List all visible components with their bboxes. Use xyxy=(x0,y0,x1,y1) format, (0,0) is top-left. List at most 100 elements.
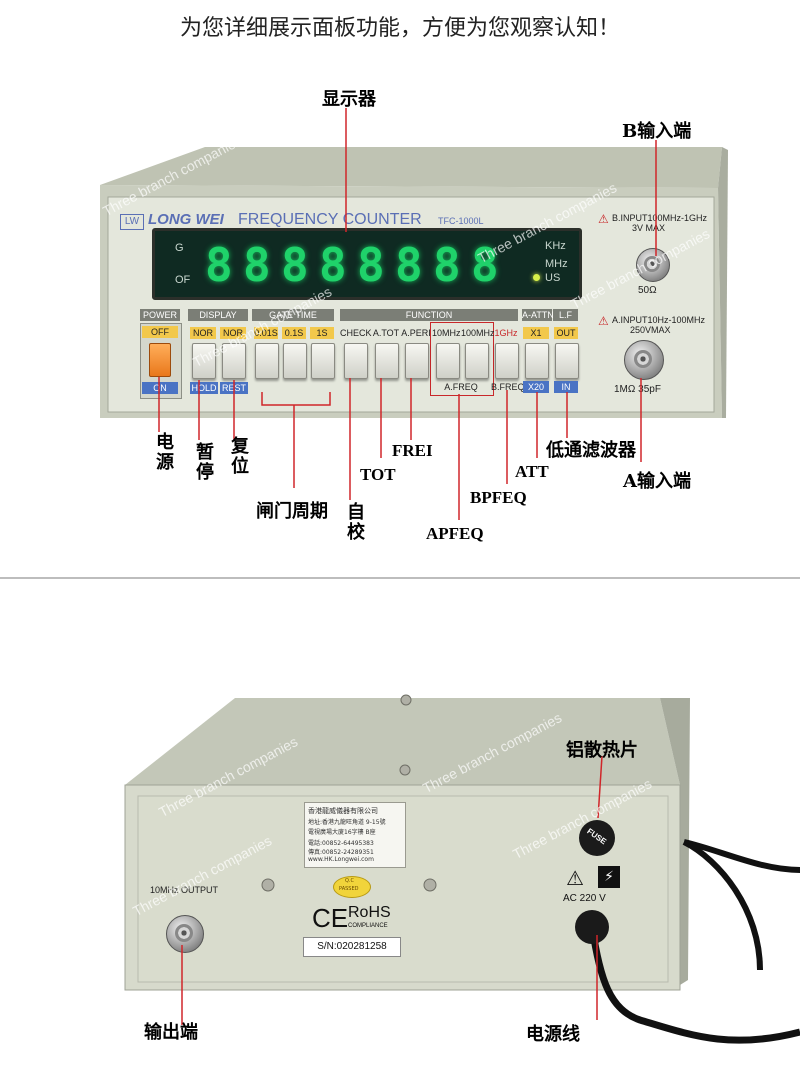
self-check-callout-label: 自校 xyxy=(344,502,365,542)
reset-button[interactable] xyxy=(222,343,246,379)
atot-button[interactable] xyxy=(375,343,399,379)
gate-tag-001: 0.01S xyxy=(254,327,278,339)
pause-callout-label: 暂停 xyxy=(193,442,214,482)
display-group-title: DISPLAY xyxy=(188,309,248,321)
unit-led-icon xyxy=(533,274,540,281)
display-callout-label: 显示器 xyxy=(322,89,376,110)
a-input-callout-label: A输入端 xyxy=(623,471,691,492)
afreq-100mhz-button[interactable] xyxy=(465,343,489,379)
rear-callout-lines xyxy=(181,755,603,1025)
qc-passed-text: PASSED xyxy=(339,886,359,892)
lf-group-title: L.F xyxy=(553,309,578,321)
company-name: 香港龍威儀器有限公司 xyxy=(308,807,378,815)
display-digit: 8 xyxy=(243,238,271,292)
afreq-outline xyxy=(430,322,494,396)
b-input-max: 3V MAX xyxy=(632,223,666,233)
power-off-tag: OFF xyxy=(142,326,178,338)
aattn-group-title: A-ATTN xyxy=(522,309,554,321)
lf-in-tag: IN xyxy=(554,381,578,393)
power-callout-label: 电源 xyxy=(153,432,174,472)
frei-callout-label: FREI xyxy=(392,441,433,460)
gate-group-title: GATE TIME xyxy=(252,309,334,321)
company-address-2: 電視廣場大廈16字樓 B座 xyxy=(308,829,376,836)
ac-voltage-label: AC 220 V xyxy=(563,893,606,904)
display-digit: 8 xyxy=(205,238,233,292)
bfreq-tag: B.FREQ xyxy=(491,382,525,392)
display-indicator-of: OF xyxy=(175,274,191,286)
output-connector-center xyxy=(175,924,193,942)
reset-callout-label: 复位 xyxy=(228,436,249,476)
hold-button[interactable] xyxy=(192,343,216,379)
bfreq-button[interactable] xyxy=(495,343,519,379)
afreq-10mhz-button[interactable] xyxy=(436,343,460,379)
apfeq-callout-label: APFEQ xyxy=(426,524,484,543)
bfreq-1ghz-tag: 1GHz xyxy=(494,328,518,338)
gate-001s-button[interactable] xyxy=(255,343,279,379)
aperi-button[interactable] xyxy=(405,343,429,379)
a-input-impedance: 1MΩ 35pF xyxy=(614,384,661,395)
function-group-title: FUNCTION xyxy=(340,309,518,321)
gate-01s-button[interactable] xyxy=(283,343,307,379)
b-input-impedance: 50Ω xyxy=(638,285,657,296)
afreq-tag: A.FREQ xyxy=(444,382,478,392)
display-unit-khz: KHz xyxy=(545,240,566,252)
company-fax: 傳真:00852-24289351 xyxy=(308,849,374,856)
company-web: www.HK.Longwei.com xyxy=(308,856,374,863)
output-label: 10MHz OUTPUT xyxy=(150,885,219,895)
gate-tag-01: 0.1S xyxy=(282,327,306,339)
x20-tag: X20 xyxy=(523,381,549,393)
display-digit: 8 xyxy=(395,238,423,292)
heatsink-callout-label: 铝散热片 xyxy=(566,740,638,761)
b-input-spec: B.INPUT100MHz-1GHz xyxy=(612,213,708,223)
bpfeq-callout-label: BPFEQ xyxy=(470,488,527,507)
display-unit-us: US xyxy=(545,272,561,284)
power-group-title: POWER xyxy=(140,309,180,321)
check-button[interactable] xyxy=(344,343,368,379)
high-voltage-icon: ⚡ xyxy=(598,866,620,888)
afreq-100mhz-tag: 100MHz xyxy=(461,328,495,338)
company-tel: 電話:00852-64495383 xyxy=(308,840,374,847)
warning-icon: ⚠ xyxy=(566,866,584,890)
att-callout-label: ATT xyxy=(515,462,549,481)
lf-out-tag: OUT xyxy=(554,327,578,339)
gate-1s-button[interactable] xyxy=(311,343,335,379)
display-digit: 8 xyxy=(281,238,309,292)
display-unit-mhz: MHz xyxy=(545,258,568,270)
rohs-mark: RoHS xyxy=(348,904,391,921)
device-model: TFC-1000L xyxy=(438,216,484,226)
gate-tag-1: 1S xyxy=(310,327,334,339)
a-input-connector-center xyxy=(634,350,652,368)
afreq-10mhz-tag: 10MHz xyxy=(432,328,461,338)
power-button[interactable] xyxy=(149,343,171,377)
display-indicator-g: G xyxy=(175,242,184,254)
warning-icon: ⚠ xyxy=(598,314,609,328)
nor-tag: NOR xyxy=(190,327,216,339)
qc-sticker xyxy=(333,876,371,898)
front-callout-lines xyxy=(158,108,657,520)
b-input-connector[interactable] xyxy=(636,248,670,282)
lowpass-callout-label: 低通滤波器 xyxy=(546,440,636,461)
serial-number: S/N:020281258 xyxy=(303,937,401,957)
fuse-holder[interactable] xyxy=(579,820,615,856)
atot-tag: A.TOT xyxy=(372,328,400,338)
company-label xyxy=(304,802,406,868)
a-input-spec: A.INPUT10Hz-100MHz xyxy=(612,315,706,325)
attenuator-button[interactable] xyxy=(525,343,549,379)
display-digit: 8 xyxy=(319,238,347,292)
power-cord-callout-label: 电源线 xyxy=(526,1024,580,1045)
display-digit: 8 xyxy=(471,238,499,292)
tot-callout-label: TOT xyxy=(360,465,396,484)
x1-tag: X1 xyxy=(523,327,549,339)
lowpass-button[interactable] xyxy=(555,343,579,379)
check-tag: CHECK xyxy=(340,328,372,338)
display-digit: 8 xyxy=(433,238,461,292)
output-callout-label: 输出端 xyxy=(144,1022,198,1043)
power-on-tag: ON xyxy=(142,382,178,394)
a-input-max: 250VMAX xyxy=(630,325,671,335)
device-title: FREQUENCY COUNTER xyxy=(238,211,422,228)
ce-mark: CE xyxy=(312,903,349,933)
hold-tag: HOLD xyxy=(190,382,218,394)
nor-tag: NOR xyxy=(220,327,246,339)
company-address-1: 地址:香港九龍旺角道 9-15號 xyxy=(308,819,386,826)
page-heading: 为您详细展示面板功能，方便为您观察认知！ xyxy=(179,16,620,41)
